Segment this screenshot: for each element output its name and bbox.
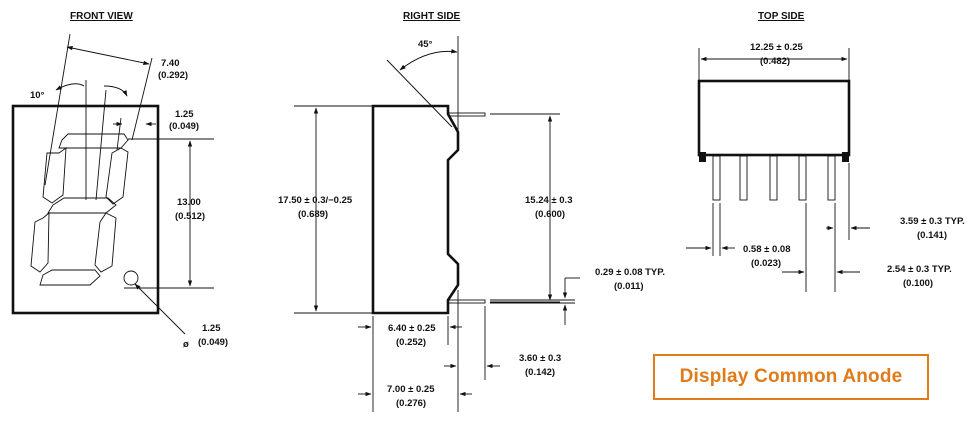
width-mm-label: 7.40 — [161, 58, 180, 69]
pin-length-mm-label: 3.60 ± 0.3 — [519, 353, 561, 364]
total-depth-in-label: (0.276) — [396, 398, 426, 409]
top-pin-4 — [798, 155, 807, 201]
top-side-foot-right — [842, 152, 849, 162]
top-pin-1 — [712, 155, 721, 201]
top-side-view: TOP SIDE 12.25 ± 0.25 (0.482) 0.58 ± 0.0… — [686, 11, 965, 292]
edge-offset-mm-label: 3.59 ± 0.3 TYP. — [900, 216, 965, 227]
pin-spacing-mm-label: 15.24 ± 0.3 — [525, 195, 572, 206]
digit-height-in-label: (0.512) — [175, 211, 205, 222]
pin-width-mm-label: 0.58 ± 0.08 — [743, 244, 790, 255]
pin-width-in-label: (0.023) — [751, 258, 781, 269]
pin-pitch-in-label: (0.100) — [903, 278, 933, 289]
pin-thickness-in-label: (0.011) — [614, 281, 644, 292]
top-width-mm-label: 12.25 ± 0.25 — [750, 42, 803, 53]
top-width-in-label: (0.482) — [760, 56, 790, 67]
pin-length-in-label: (0.142) — [525, 367, 555, 378]
caption-label: Display Common Anode — [679, 366, 903, 387]
top-pin-3 — [769, 155, 778, 201]
slant-angle-label: 10° — [30, 90, 45, 101]
edge-offset-in-label: (0.141) — [917, 230, 947, 241]
front-view-title: FRONT VIEW — [70, 11, 133, 22]
dp-diameter-in-label: (0.049) — [198, 337, 228, 348]
dp-symbol: ø — [183, 339, 189, 350]
top-side-body — [697, 79, 851, 157]
width-in-label: (0.292) — [158, 70, 188, 81]
top-pin-5 — [827, 155, 836, 201]
seg-offset-in-label: (0.049) — [169, 121, 199, 132]
width-dimension-line — [66, 45, 150, 66]
height-mm-label: 17.50 ± 0.3/−0.25 — [278, 195, 353, 206]
top-pin-2 — [739, 155, 748, 201]
front-view: FRONT VIEW 7.40 (0.292) 10° 1.25 — [11, 11, 228, 350]
caption-box: Display Common Anode — [653, 354, 929, 400]
top-side-foot-left — [699, 152, 706, 162]
front-view-body — [11, 104, 160, 315]
digit-height-mm-label: 13.00 — [177, 197, 201, 208]
seven-segment-outline — [30, 133, 139, 286]
seg-offset-mm-label: 1.25 — [175, 109, 194, 120]
total-depth-mm-label: 7.00 ± 0.25 — [387, 384, 435, 395]
body-depth-in-label: (0.252) — [396, 337, 426, 348]
right-side-view: RIGHT SIDE 45° 17.50 ± 0.3/−0.25 (0.689)… — [278, 11, 665, 412]
right-side-pin-bottom — [447, 299, 486, 304]
body-depth-mm-label: 6.40 ± 0.25 — [388, 323, 436, 334]
decimal-point — [123, 270, 139, 286]
pin-thickness-mm-label: 0.29 ± 0.08 TYP. — [595, 267, 665, 278]
dp-diameter-mm-label: 1.25 — [202, 323, 221, 334]
pin-pitch-mm-label: 2.54 ± 0.3 TYP. — [887, 264, 952, 275]
right-side-title: RIGHT SIDE — [403, 11, 461, 22]
right-side-body — [371, 104, 460, 315]
height-in-label: (0.689) — [298, 209, 328, 220]
pin-spacing-in-label: (0.600) — [535, 209, 565, 220]
angle-45-label: 45° — [418, 39, 433, 50]
right-side-pin-top — [447, 112, 486, 117]
top-side-title: TOP SIDE — [758, 11, 805, 22]
